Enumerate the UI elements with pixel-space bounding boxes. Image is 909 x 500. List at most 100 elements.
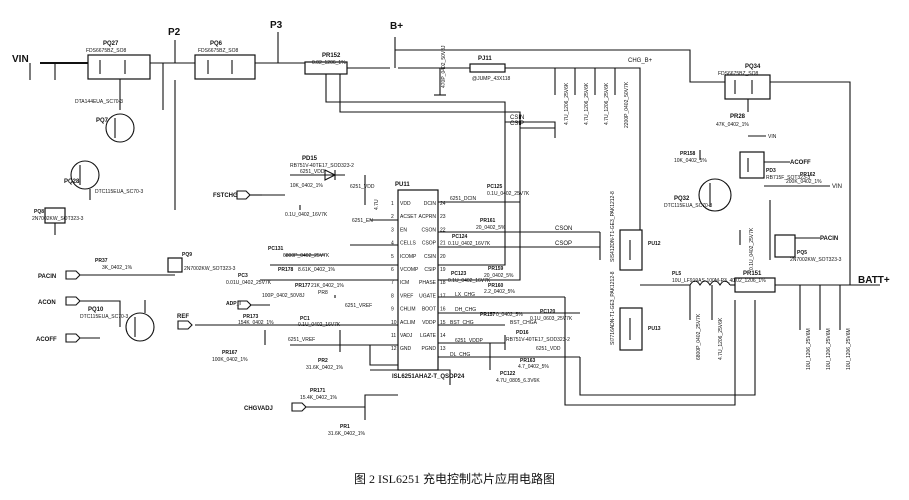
net-chg-bplus: CHG_B+ bbox=[628, 58, 653, 64]
ic-pin-num: 4 bbox=[391, 241, 394, 247]
vdd-label-b: 6251_VDD bbox=[350, 184, 375, 190]
pc1-val: 0.1U_0402_16V7K bbox=[298, 322, 341, 328]
ic-pin-num: 1 bbox=[391, 201, 394, 207]
pr162-ref: PR162 bbox=[800, 172, 816, 178]
pr167-ref: PR167 bbox=[222, 350, 238, 356]
pq9-ref: PQ9 bbox=[182, 252, 192, 258]
pl5-ref: PL5 bbox=[672, 271, 681, 277]
cap-10u-b: 10U_1206_25V6M bbox=[826, 328, 832, 370]
pr161-val: 20_0402_5% bbox=[476, 225, 506, 231]
pr37-val: 3K_0402_1% bbox=[102, 265, 133, 271]
ic-pin-csop: CSOP bbox=[422, 241, 437, 247]
pl5-val: 10U_LF919AS-100M-P3_4.5A_20% bbox=[672, 278, 753, 284]
ic-pin-num: 2 bbox=[391, 214, 394, 220]
dcin-label: 6251_DCIN bbox=[450, 196, 477, 202]
bst-chg-label: BST_CHG bbox=[450, 320, 474, 326]
ic-pin-cson: CSON bbox=[422, 227, 437, 233]
figure-caption: 图 2 ISL6251 充电控制芯片应用电路图 bbox=[353, 472, 555, 486]
pq6-mosfet: PQ6 FDS6675BZ_SO8 bbox=[194, 41, 256, 80]
net-adp-i: ADP_I bbox=[226, 301, 241, 307]
pr37-ref: PR37 bbox=[95, 258, 108, 264]
pr177-ref: PR177 bbox=[295, 283, 311, 289]
cap-4-7u-a: 4.7U_1206_25V6K bbox=[564, 82, 570, 125]
ic-pin-vadj: VADJ bbox=[400, 333, 413, 339]
ic-pin-vddp: VDDP bbox=[422, 320, 437, 326]
pc122-ref: PC122 bbox=[500, 371, 516, 377]
pr159-val: 20_0402_5% bbox=[484, 273, 514, 279]
ic-pin-num: 15 bbox=[440, 320, 446, 326]
pr152-ref: PR152 bbox=[322, 53, 341, 59]
pu12-pu13-mosfets: SIS412DN-T1-GE3_PAK1212-8 SI7716ADN-T1-G… bbox=[610, 82, 690, 351]
left-inputs: PACIN PR37 3K_0402_1% ACON ACOFF PQ9 2N7… bbox=[36, 252, 236, 343]
pr2-ref: PR2 bbox=[318, 358, 328, 364]
ic-pin-lgate: LGATE bbox=[420, 333, 437, 339]
ic-pin-num: 7 bbox=[391, 280, 394, 286]
pq34-ref: PQ34 bbox=[745, 64, 761, 70]
pc131-val: 6800P_0402_25V7K bbox=[283, 253, 330, 259]
pq32-part: DTC115EUA_SC70-3 bbox=[664, 203, 712, 209]
ic-pin-num: 14 bbox=[440, 333, 446, 339]
pr173-ref: PR173 bbox=[243, 314, 259, 320]
pc1-ref: PC1 bbox=[300, 316, 310, 322]
ic-pin-num: 12 bbox=[391, 346, 397, 352]
fstchg-input: FSTCHG bbox=[213, 190, 262, 200]
pc123-val: 0.1U_0402_16V7K bbox=[448, 278, 491, 284]
pj11-ref: PJ11 bbox=[478, 56, 492, 62]
pq28-part: DTC115EUA_SC70-3 bbox=[95, 189, 143, 195]
pq8-part: 2N7002KW_SOT323-3 bbox=[32, 216, 84, 222]
net-pacin: PACIN bbox=[38, 274, 56, 280]
pc120-val: 0.1U_0603_25V7K bbox=[530, 316, 573, 322]
r-10k-label: 10K_0402_1% bbox=[290, 183, 323, 189]
net-ref: REF bbox=[177, 314, 189, 320]
pr162-val: 200K_0402_1% bbox=[786, 179, 822, 185]
ic-ref: PU11 bbox=[395, 182, 410, 188]
ic-pin-num: 6 bbox=[391, 267, 394, 273]
ic-pin-icm: ICM bbox=[400, 280, 409, 286]
ic-pin-acset: ACSET bbox=[400, 214, 417, 220]
pr171-val: 15.4K_0402_1% bbox=[300, 395, 338, 401]
pc125-val: 0.1U_0402_25V7K bbox=[487, 191, 530, 197]
pq28-ref: PQ28 bbox=[64, 179, 80, 185]
cap-4-7u-c: 4.7U_1206_25V6K bbox=[604, 82, 610, 125]
pc120-ref: PC120 bbox=[540, 309, 556, 315]
pr177-val: 21K_0402_1% bbox=[311, 283, 344, 289]
ic-pin-csin: CSIN bbox=[424, 254, 436, 260]
c-01u-label: 0.1U_0402_16V7K bbox=[285, 212, 328, 218]
pr167-val: 100K_0402_1% bbox=[212, 357, 248, 363]
ic-pin-num: 3 bbox=[391, 227, 394, 233]
pr160-ref: PR160 bbox=[488, 283, 504, 289]
left-control-section: PQ7 DTA144EUA_SC70-3 PQ28 DTC115EUA_SC70… bbox=[29, 63, 176, 235]
pc3-val: 0.01U_0402_25V7K bbox=[226, 280, 272, 286]
ic-pin-vcomp: VCOMP bbox=[400, 267, 419, 273]
pr171-ref: PR171 bbox=[310, 388, 326, 394]
ic-pin-num: 5 bbox=[391, 254, 394, 260]
cap-4-7u-small: 4.7U bbox=[374, 199, 380, 210]
ic-pin-icomp: ICOMP bbox=[400, 254, 417, 260]
ic-pin-num: 24 bbox=[440, 201, 446, 207]
pu13-ref: PU13 bbox=[648, 326, 661, 332]
net-chgvadj: CHGVADJ bbox=[244, 406, 273, 412]
pq7-part: DTA144EUA_SC70-3 bbox=[75, 99, 123, 105]
net-vin: VIN bbox=[12, 54, 29, 65]
pc125-ref: PC125 bbox=[487, 184, 503, 190]
pq5-part: 2N7002KW_SOT323-3 bbox=[790, 257, 842, 263]
bst-chga-label: BST_CHGA bbox=[510, 320, 538, 326]
net-p3: P3 bbox=[270, 20, 283, 31]
ic-pin-num: 10 bbox=[391, 320, 397, 326]
pr178-val: 8.61K_0402_1% bbox=[298, 267, 336, 273]
pq27-part: FDS6675BZ_SO8 bbox=[86, 48, 127, 54]
pq10-part: DTC115EUA_SC70-3 bbox=[80, 314, 128, 320]
ic-pin-acprn: ACPRN bbox=[418, 214, 436, 220]
ic-pin-gnd: GND bbox=[400, 346, 412, 352]
pd3-ref: PD3 bbox=[766, 168, 776, 174]
pd16-part: RB751V-40TE17_SOD323-2 bbox=[506, 337, 570, 343]
net-fstchg: FSTCHG bbox=[213, 193, 238, 199]
pd15-vdd-network: PD15 RB751V-40TE17_SOD323-2 6251_VDD 10K… bbox=[262, 156, 380, 218]
pc3-ref: PC3 bbox=[238, 273, 248, 279]
pu12-ref: PU12 bbox=[648, 241, 661, 247]
pr158-val: 10K_0402_1% bbox=[674, 158, 707, 164]
net-csop: CSOP bbox=[555, 241, 572, 247]
chgvadj-section: CHGVADJ PR171 15.4K_0402_1% PR1 31.6K_04… bbox=[244, 388, 398, 437]
pr151-val: 0.02_1206_1% bbox=[732, 278, 766, 284]
